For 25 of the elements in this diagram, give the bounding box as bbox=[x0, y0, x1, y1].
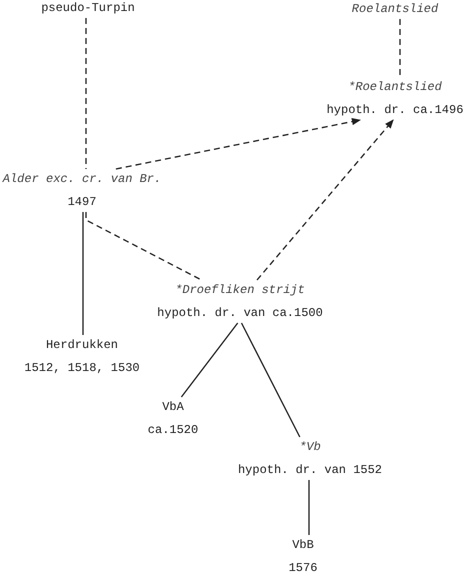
connector-line bbox=[180, 322, 238, 398]
title-text: Roelantslied bbox=[352, 1, 438, 17]
title-text: *Roelantslied bbox=[347, 79, 443, 95]
date-text: 1497 bbox=[66, 194, 98, 210]
arrow bbox=[116, 118, 361, 170]
title-text: *Vb bbox=[298, 439, 322, 455]
connector-line bbox=[85, 212, 202, 281]
connector-line bbox=[308, 480, 310, 535]
connector-line bbox=[240, 322, 300, 438]
date-text: 1512, 1518, 1530 bbox=[24, 360, 140, 376]
connector-line bbox=[82, 212, 84, 335]
date-text: ca.1520 bbox=[148, 422, 198, 438]
title-text: Alder exc. cr. van Br. bbox=[2, 171, 162, 187]
title-text: VbA bbox=[161, 399, 185, 415]
title-text: *Droefliken strijt bbox=[174, 282, 306, 298]
connector-line bbox=[399, 19, 401, 77]
connector-line bbox=[85, 18, 87, 169]
date-text: hypoth. dr. ca.1496 bbox=[326, 102, 464, 118]
title-text: VbB bbox=[291, 537, 315, 553]
date-text: 1576 bbox=[288, 560, 318, 575]
title-text: pseudo-Turpin bbox=[41, 0, 135, 16]
date-text: hypoth. dr. van 1552 bbox=[238, 462, 382, 478]
title-text: Herdrukken bbox=[44, 337, 119, 353]
date-text: hypoth. dr. van ca.1500 bbox=[157, 305, 323, 321]
arrow bbox=[256, 119, 394, 280]
